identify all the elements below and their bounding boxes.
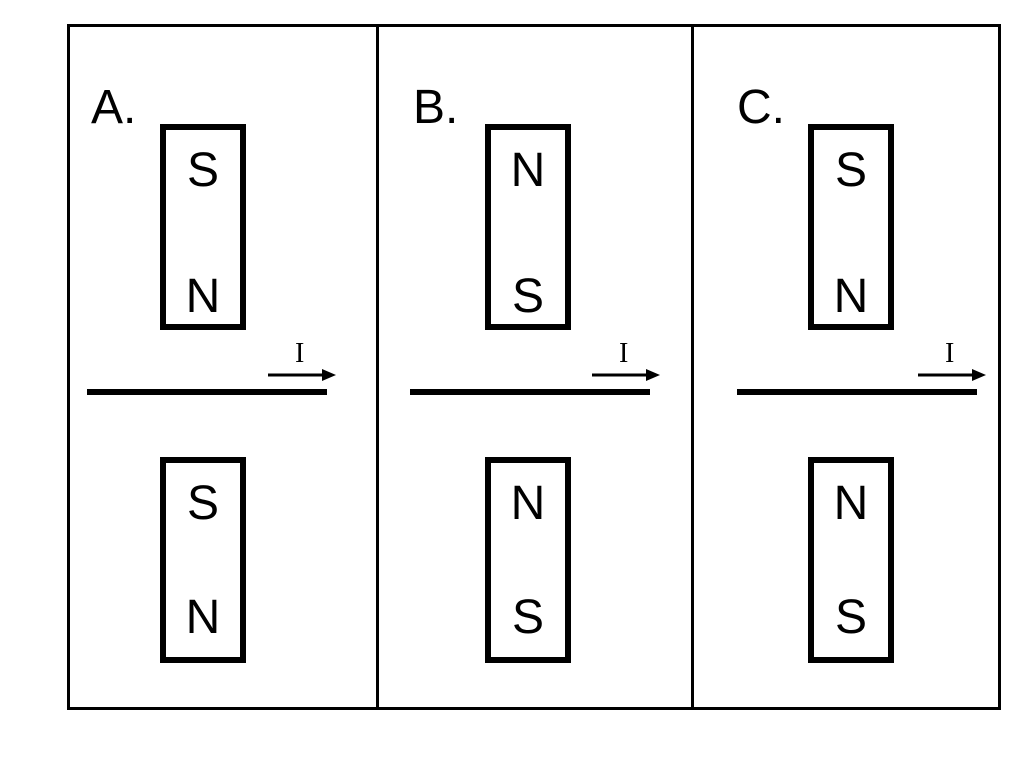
current-wire (410, 389, 650, 395)
top-magnet: S N (808, 124, 894, 330)
panel-label: B. (413, 81, 459, 134)
magnet-pole-upper: S (834, 144, 867, 197)
right-arrow-icon (918, 369, 986, 381)
panel-a: A. S N I S N (70, 27, 376, 707)
top-magnet: S N (160, 124, 246, 330)
panel-divider-2 (691, 27, 694, 707)
panel-b: B. N S I N S (379, 27, 691, 707)
current-wire (87, 389, 327, 395)
magnet-pole-upper: S (186, 144, 219, 197)
magnet-pole-lower: N (833, 270, 869, 323)
current-label: I (295, 338, 305, 369)
panel-label: C. (737, 81, 785, 134)
magnet-pole-upper: N (510, 477, 546, 530)
magnet-pole-lower: S (511, 591, 544, 644)
magnet-pole-upper: N (510, 144, 546, 197)
current-label: I (945, 338, 955, 369)
magnet-pole-upper: S (186, 477, 219, 530)
magnet-pole-lower: N (185, 591, 221, 644)
current-label: I (619, 338, 629, 369)
magnet-pole-lower: N (185, 270, 221, 323)
magnet-pole-lower: S (511, 270, 544, 323)
magnet-pole-upper: N (833, 477, 869, 530)
panel-c: C. S N I N S (694, 27, 998, 707)
right-arrow-icon (592, 369, 660, 381)
bottom-magnet: N S (808, 457, 894, 663)
bottom-magnet: N S (485, 457, 571, 663)
right-arrow-icon (268, 369, 336, 381)
magnet-pole-lower: S (834, 591, 867, 644)
bottom-magnet: S N (160, 457, 246, 663)
diagram-frame: A. S N I S N B. N S I N S (67, 24, 1001, 710)
panel-label: A. (91, 81, 137, 134)
top-magnet: N S (485, 124, 571, 330)
current-wire (737, 389, 977, 395)
panel-divider-1 (376, 27, 379, 707)
